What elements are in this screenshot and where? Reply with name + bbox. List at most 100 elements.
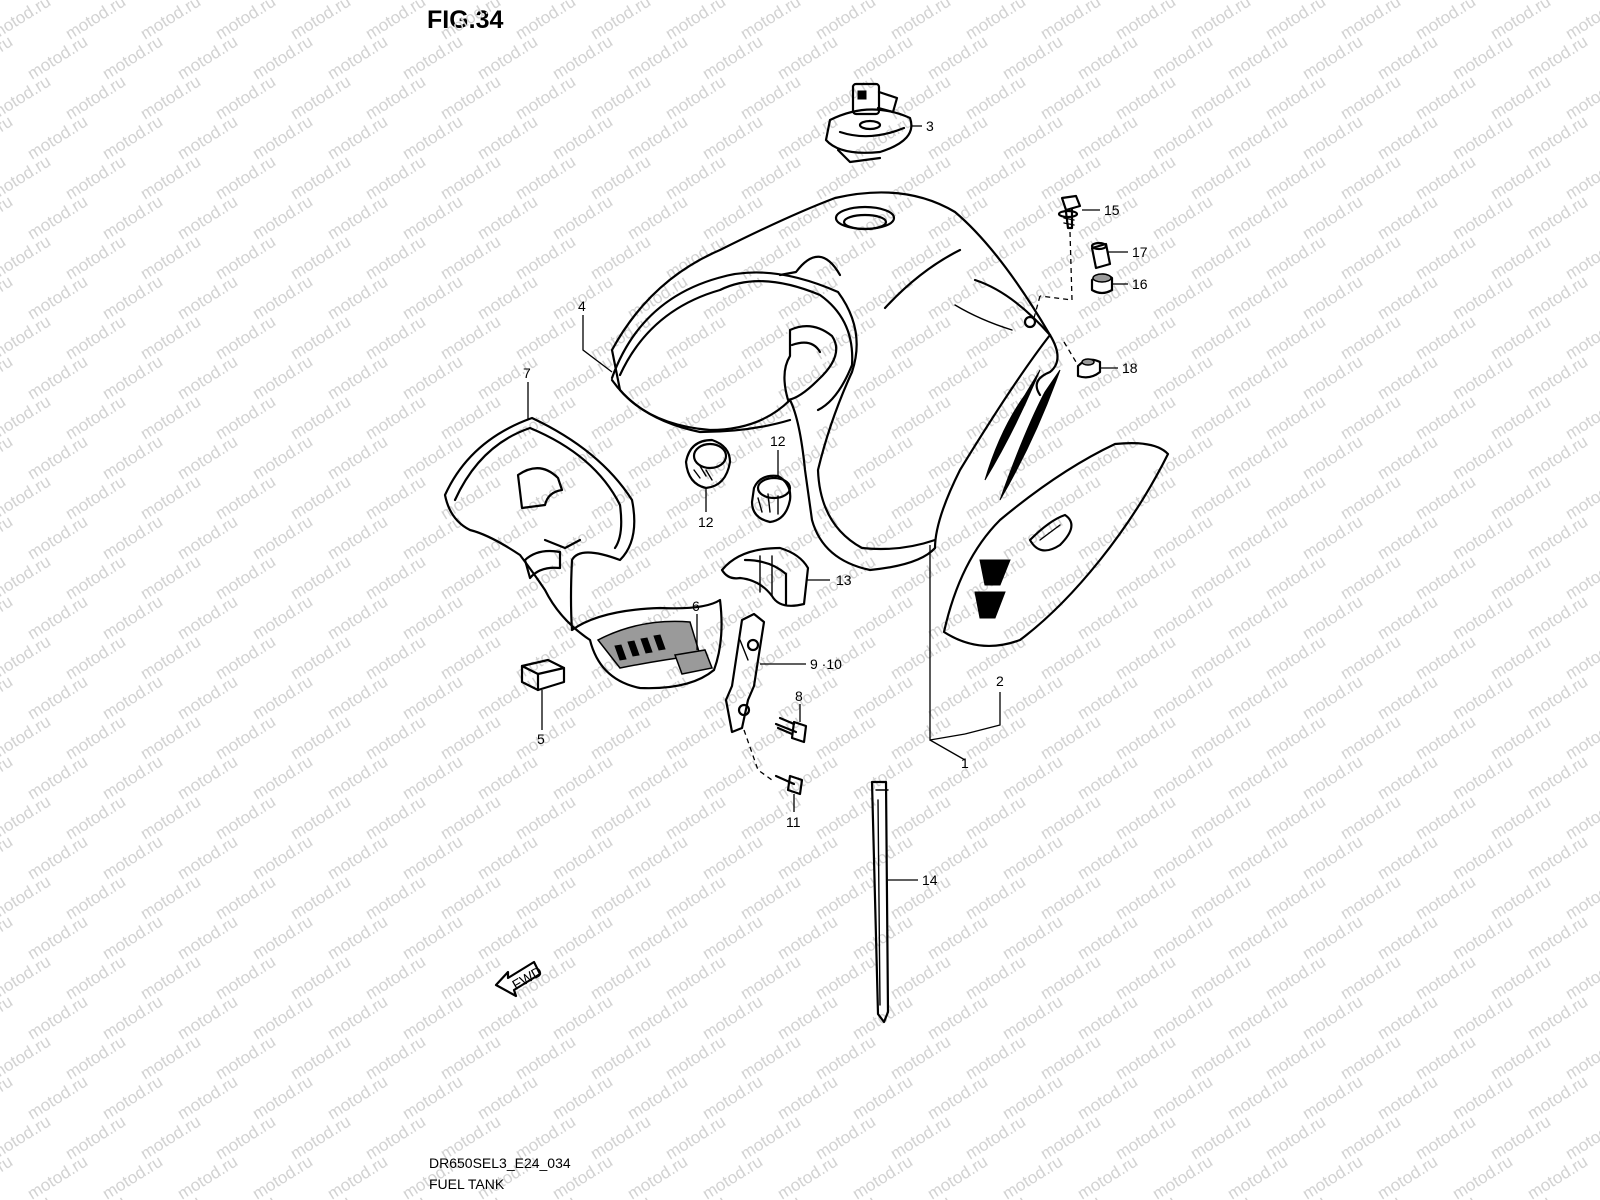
watermark-text: motod.ru	[1412, 792, 1479, 844]
watermark-text: motod.ru	[737, 72, 804, 124]
watermark-text: motod.ru	[662, 472, 729, 524]
watermark-text: motod.ru	[1299, 1152, 1366, 1200]
watermark-text: motod.ru	[1037, 872, 1104, 924]
watermark-text: motod.ru	[1112, 712, 1179, 764]
watermark-text: motod.ru	[737, 1112, 804, 1164]
watermark-text: motod.ru	[0, 1072, 16, 1124]
watermark-text: motod.ru	[1037, 1192, 1104, 1200]
callout-11: 11	[786, 814, 801, 830]
watermark-text: motod.ru	[962, 952, 1029, 1004]
watermark-text: motod.ru	[437, 952, 504, 1004]
watermark-text: motod.ru	[662, 152, 729, 204]
watermark-text: motod.ru	[62, 1192, 129, 1200]
watermark-text: motod.ru	[324, 272, 391, 324]
watermark-text: motod.ru	[0, 32, 16, 84]
watermark-text: motod.ru	[512, 72, 579, 124]
watermark-text: motod.ru	[662, 1112, 729, 1164]
watermark-text: motod.ru	[362, 632, 429, 684]
callout-6: 6	[692, 598, 700, 614]
watermark-text: motod.ru	[212, 712, 279, 764]
watermark-text: motod.ru	[1487, 712, 1554, 764]
watermark-text: motod.ru	[287, 232, 354, 284]
watermark-text: motod.ru	[24, 752, 91, 804]
dashed-assembly-lines	[743, 231, 1077, 781]
watermark-text: motod.ru	[774, 1152, 841, 1200]
watermark-text: motod.ru	[662, 232, 729, 284]
watermark-text: motod.ru	[1374, 992, 1441, 1044]
watermark-text: motod.ru	[212, 952, 279, 1004]
watermark-text: motod.ru	[1074, 672, 1141, 724]
watermark-text: motod.ru	[1487, 232, 1554, 284]
watermark-text: motod.ru	[362, 72, 429, 124]
watermark-text: motod.ru	[137, 392, 204, 444]
watermark-text: motod.ru	[1262, 72, 1329, 124]
watermark-text: motod.ru	[474, 192, 541, 244]
watermark-text: motod.ru	[1412, 472, 1479, 524]
figure-title: FIG.34	[427, 6, 504, 34]
watermark-text: motod.ru	[587, 1112, 654, 1164]
watermark-text: motod.ru	[924, 512, 991, 564]
watermark-text: motod.ru	[1187, 152, 1254, 204]
watermark-text: motod.ru	[699, 1072, 766, 1124]
watermark-text: motod.ru	[399, 192, 466, 244]
watermark-text: motod.ru	[624, 32, 691, 84]
watermark-text: motod.ru	[324, 1072, 391, 1124]
watermark-text: motod.ru	[1262, 1192, 1329, 1200]
watermark-text: motod.ru	[849, 432, 916, 484]
watermark-text: motod.ru	[549, 832, 616, 884]
watermark-text: motod.ru	[774, 592, 841, 644]
watermark-text: motod.ru	[437, 312, 504, 364]
watermark-text: motod.ru	[324, 752, 391, 804]
watermark-text: motod.ru	[1262, 952, 1329, 1004]
watermark-text: motod.ru	[474, 672, 541, 724]
watermark-text: motod.ru	[624, 832, 691, 884]
watermark-text: motod.ru	[99, 1072, 166, 1124]
watermark-text: motod.ru	[1112, 152, 1179, 204]
watermark-text: motod.ru	[849, 32, 916, 84]
watermark-text: motod.ru	[849, 1152, 916, 1200]
watermark-text: motod.ru	[887, 952, 954, 1004]
watermark-text: motod.ru	[437, 72, 504, 124]
watermark-text: motod.ru	[24, 832, 91, 884]
watermark-text: motod.ru	[1149, 1152, 1216, 1200]
watermark-text: motod.ru	[137, 632, 204, 684]
watermark-text: motod.ru	[1449, 592, 1516, 644]
watermark-text: motod.ru	[62, 232, 129, 284]
watermark-text: motod.ru	[1149, 32, 1216, 84]
watermark-text: motod.ru	[399, 592, 466, 644]
watermark-text: motod.ru	[699, 592, 766, 644]
watermark-text: motod.ru	[99, 752, 166, 804]
watermark-text: motod.ru	[774, 912, 841, 964]
watermark-text: motod.ru	[1487, 632, 1554, 684]
watermark-text: motod.ru	[1037, 712, 1104, 764]
watermark-text: motod.ru	[1487, 472, 1554, 524]
watermark-text: motod.ru	[1412, 632, 1479, 684]
watermark-text: motod.ru	[699, 912, 766, 964]
watermark-text: motod.ru	[1262, 552, 1329, 604]
watermark-text: motod.ru	[1224, 1152, 1291, 1200]
watermark-text: motod.ru	[437, 1032, 504, 1084]
watermark-text: motod.ru	[1112, 1192, 1179, 1200]
watermark-text: motod.ru	[924, 752, 991, 804]
watermark-text: motod.ru	[512, 712, 579, 764]
watermark-text: motod.ru	[1224, 352, 1291, 404]
watermark-text: motod.ru	[849, 752, 916, 804]
watermark-text: motod.ru	[99, 992, 166, 1044]
watermark-text: motod.ru	[174, 912, 241, 964]
watermark-text: motod.ru	[137, 232, 204, 284]
watermark-text: motod.ru	[362, 792, 429, 844]
watermark-text: motod.ru	[624, 672, 691, 724]
watermark-text: motod.ru	[287, 712, 354, 764]
watermark-text: motod.ru	[662, 952, 729, 1004]
watermark-text: motod.ru	[1299, 672, 1366, 724]
watermark-text: motod.ru	[737, 952, 804, 1004]
watermark-text: motod.ru	[1524, 1072, 1591, 1124]
watermark-text: motod.ru	[1187, 792, 1254, 844]
watermark-text: motod.ru	[212, 392, 279, 444]
watermark-text: motod.ru	[662, 792, 729, 844]
watermark-text: motod.ru	[962, 792, 1029, 844]
watermark-text: motod.ru	[1187, 472, 1254, 524]
watermark-text: motod.ru	[1187, 72, 1254, 124]
watermark-text: motod.ru	[1187, 1032, 1254, 1084]
watermark-text: motod.ru	[699, 272, 766, 324]
